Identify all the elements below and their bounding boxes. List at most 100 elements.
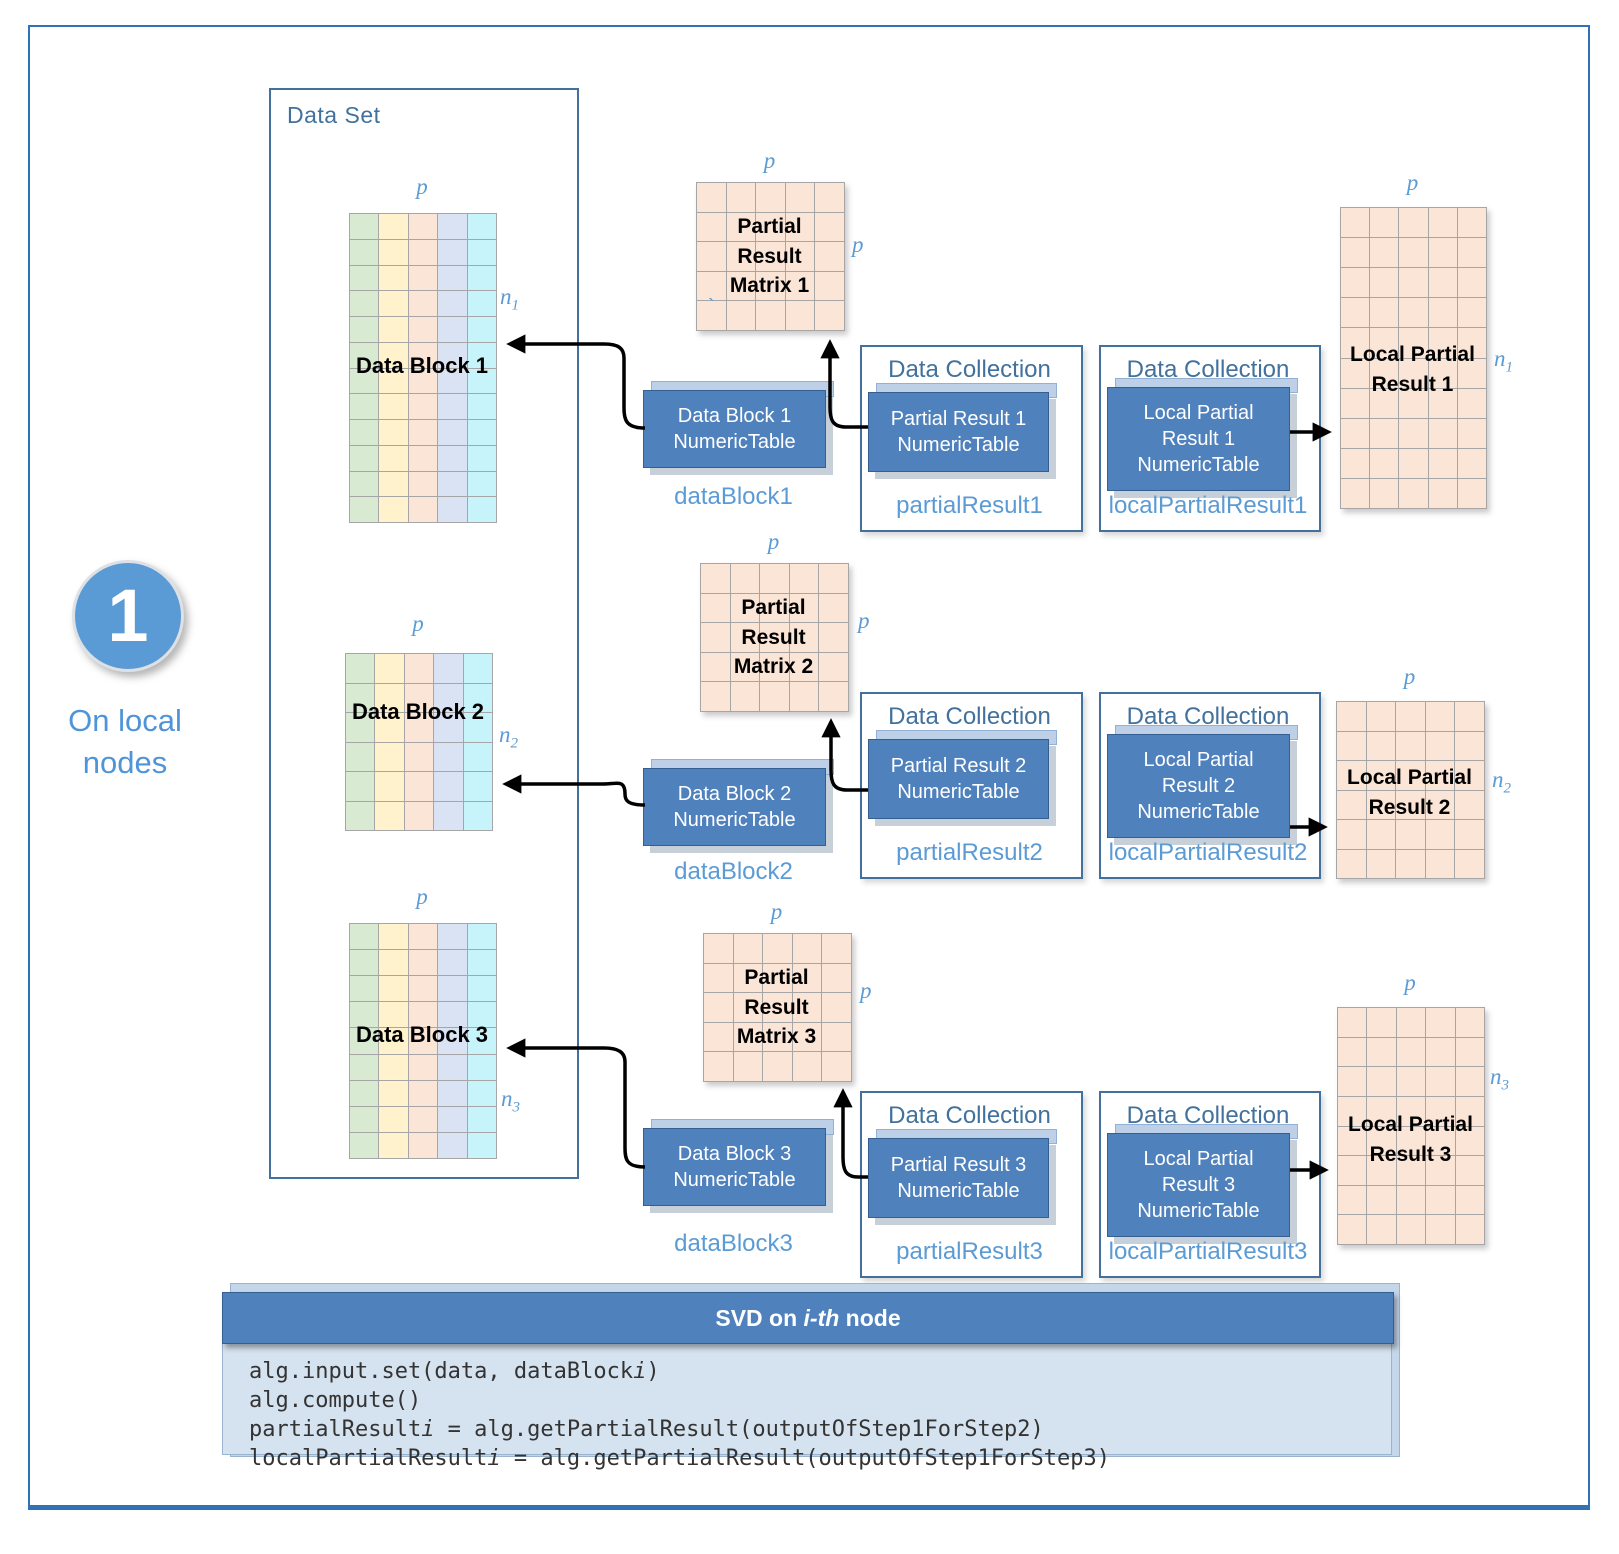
grid-cell [1367, 1156, 1396, 1185]
grid-cell [408, 265, 438, 291]
grid-cell [438, 950, 467, 976]
grid-cell [1457, 328, 1486, 358]
grid-cell [467, 1132, 496, 1158]
grid-cell [1399, 298, 1428, 328]
grid-cell [408, 342, 438, 368]
grid-cell [350, 291, 379, 316]
grid-cell [1367, 1037, 1396, 1067]
grid-cell [1337, 790, 1366, 819]
box-line: Data Block 1 [677, 405, 792, 427]
grid-cell [1366, 849, 1396, 878]
grid-cell [1399, 268, 1428, 298]
grid-cell [1341, 328, 1370, 358]
grid-cell [438, 497, 467, 522]
grid-cell [408, 471, 438, 497]
grid-cell [701, 652, 730, 682]
grid-cell [1338, 1067, 1367, 1096]
grid-cell [404, 654, 434, 683]
grid-cell [1396, 1185, 1426, 1215]
grid-cell [1337, 702, 1366, 731]
grid-cell [789, 564, 819, 593]
grid-cell [379, 265, 408, 291]
grid-cell [1428, 268, 1457, 298]
grid-cell [1370, 478, 1399, 508]
box-line: Data Block 2 [677, 783, 792, 805]
grid-cell [1396, 702, 1425, 731]
grid-cell [408, 214, 438, 239]
grid-cell [1457, 358, 1486, 388]
grid-cell [1367, 1126, 1396, 1156]
grid-cell [1455, 1215, 1484, 1244]
grid-cell [350, 976, 379, 1002]
grid-cell [350, 1054, 379, 1080]
grid-cell [404, 742, 434, 771]
grid-cell [701, 623, 730, 652]
grid-cell [756, 301, 785, 330]
grid-cell [701, 564, 730, 593]
partialresult2-caption: partialResult2 [896, 839, 1043, 866]
grid-cell [1455, 1096, 1484, 1126]
grid-cell [408, 950, 438, 976]
n-sub: 1 [511, 297, 520, 314]
grid-cell [438, 420, 467, 445]
grid-cell [822, 1052, 851, 1081]
grid-cell [763, 1022, 792, 1052]
grid-cell [1338, 1185, 1367, 1215]
data-block-2-grid [345, 653, 493, 831]
grid-cell [1457, 208, 1486, 238]
box-line: NumericTable [1137, 1200, 1260, 1222]
grid-cell [1428, 418, 1457, 448]
grid-cell [350, 1132, 379, 1158]
grid-cell [1337, 849, 1366, 878]
grid-cell [379, 291, 408, 316]
grid-cell [789, 593, 819, 623]
grid-cell [438, 239, 467, 265]
grid-cell [350, 420, 379, 445]
grid-cell [408, 368, 438, 394]
n-base: n [501, 1086, 513, 1111]
code-line: alg.input.set(data, dataBlocki) [249, 1359, 660, 1384]
grid-cell [697, 301, 726, 330]
grid-cell [697, 242, 726, 271]
grid-cell [1370, 388, 1399, 418]
grid-cell [1425, 790, 1455, 819]
n-sub: 1 [1505, 359, 1514, 376]
grid-cell [1396, 1096, 1426, 1126]
grid-cell [1426, 1067, 1455, 1096]
grid-cell [1455, 790, 1484, 819]
n-base: n [500, 284, 512, 309]
grid-cell [379, 497, 408, 522]
grid-cell [463, 683, 492, 712]
grid-cell [1457, 238, 1486, 268]
grid-cell [1370, 328, 1399, 358]
grid-cell [760, 682, 789, 711]
grid-cell [1399, 358, 1428, 388]
grid-cell [379, 976, 408, 1002]
grid-cell [408, 976, 438, 1002]
n3-label-lpr3: n3 [1490, 1064, 1509, 1095]
box-line: NumericTable [1137, 454, 1260, 476]
grid-cell [785, 242, 815, 271]
partial-result-matrix-3-grid [703, 933, 852, 1082]
grid-cell [1396, 1215, 1426, 1244]
grid-cell [1341, 358, 1370, 388]
local-partial-result-3-numerictable-box: Local Partial Result 3 NumericTable [1107, 1133, 1290, 1237]
n-base: n [1492, 767, 1504, 792]
grid-cell [815, 212, 844, 242]
grid-cell [1428, 328, 1457, 358]
n1-label-lpr1: n1 [1494, 346, 1513, 377]
local-partial-result-1-grid [1340, 207, 1487, 509]
grid-cell [350, 471, 379, 497]
grid-cell [1455, 1008, 1484, 1037]
grid-cell [1399, 418, 1428, 448]
local-partial-result-3-grid [1337, 1007, 1485, 1245]
grid-cell [467, 214, 496, 239]
data-collection-title: Data Collection [1126, 703, 1290, 730]
box-line: Local Partial [1143, 749, 1254, 771]
n1-label-block1: n1 [500, 284, 519, 315]
box-line: NumericTable [897, 434, 1020, 456]
grid-cell [1425, 731, 1455, 760]
data-collection-title: Data Collection [1126, 356, 1290, 383]
grid-cell [763, 1052, 792, 1081]
grid-cell [819, 623, 848, 652]
